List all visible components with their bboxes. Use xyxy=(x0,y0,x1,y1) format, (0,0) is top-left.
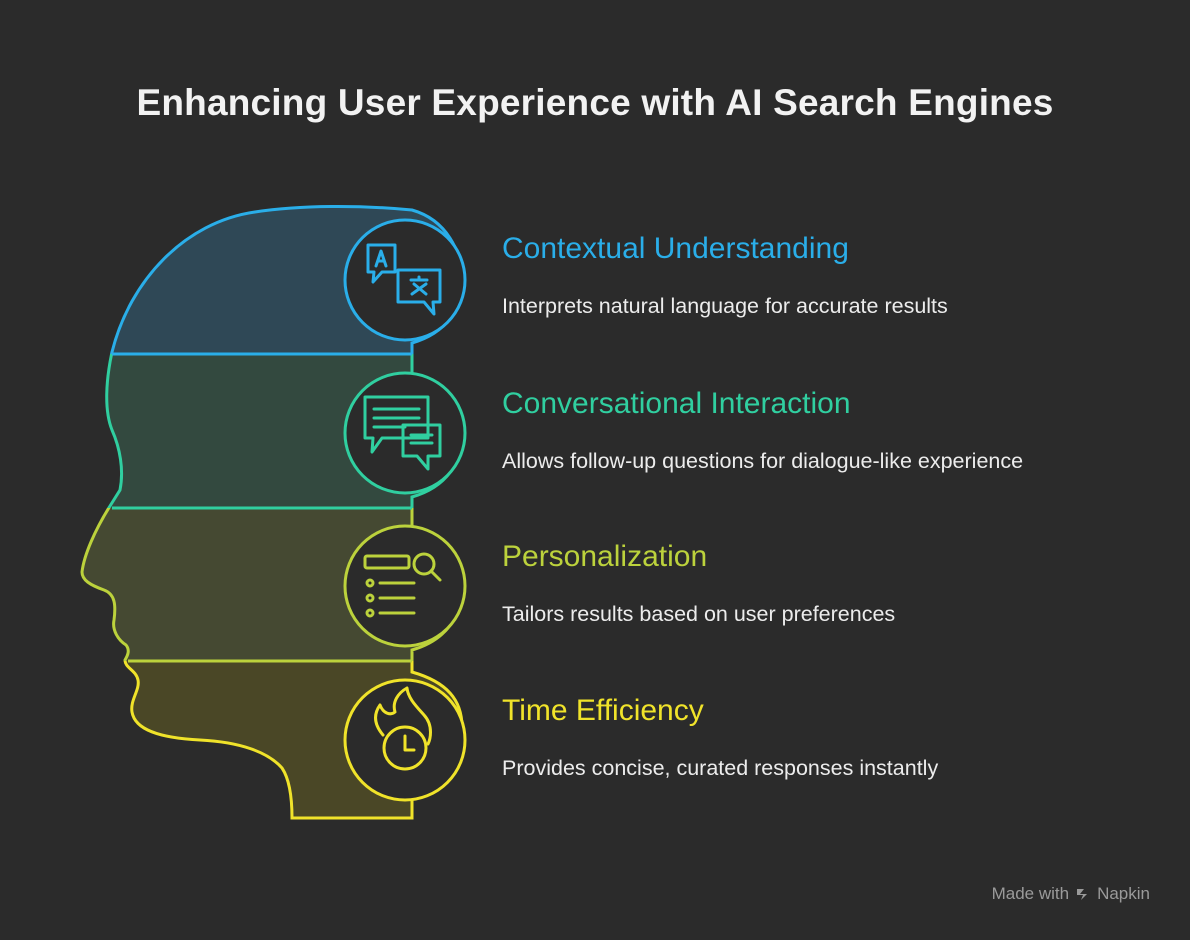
translate-icon xyxy=(366,243,442,316)
item-title: Contextual Understanding xyxy=(502,232,849,265)
napkin-attribution[interactable]: Made with Napkin xyxy=(992,884,1150,904)
item-title: Time Efficiency xyxy=(502,694,704,727)
item-conversational-interaction: Conversational Interaction Allows follow… xyxy=(502,387,1023,474)
search-list-icon xyxy=(363,552,442,618)
attribution-brand: Napkin xyxy=(1097,884,1150,903)
item-description: Tailors results based on user preference… xyxy=(502,602,896,626)
item-description: Provides concise, curated responses inst… xyxy=(502,756,939,780)
item-description: Allows follow-up questions for dialogue-… xyxy=(502,449,1024,473)
item-description: Interprets natural language for accurate… xyxy=(502,294,948,318)
item-title: Personalization xyxy=(502,540,708,573)
page-title: Enhancing User Experience with AI Search… xyxy=(136,82,1054,123)
fire-clock-icon xyxy=(374,686,432,771)
item-title: Conversational Interaction xyxy=(502,387,851,420)
chat-bubbles-icon xyxy=(363,395,442,471)
napkin-logo-icon xyxy=(1077,889,1088,900)
item-contextual-understanding: Contextual Understanding Interprets natu… xyxy=(502,232,948,319)
attribution-prefix: Made with xyxy=(991,884,1070,903)
item-personalization: Personalization Tailors results based on… xyxy=(502,540,895,627)
item-time-efficiency: Time Efficiency Provides concise, curate… xyxy=(502,694,938,781)
